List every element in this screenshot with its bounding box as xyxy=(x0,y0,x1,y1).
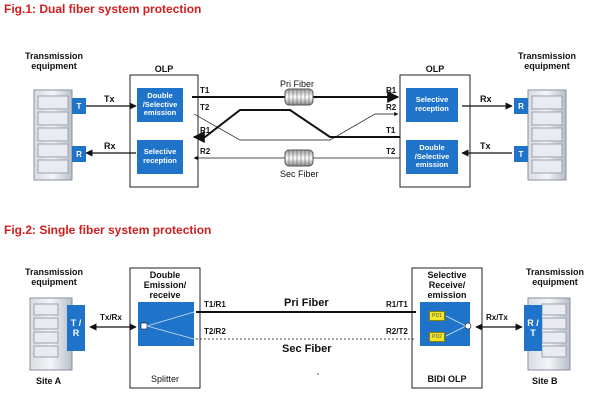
fig2-sec-fiber-label: Sec Fiber xyxy=(282,343,332,355)
fig1-left-rx-label: Rx xyxy=(104,141,116,151)
right-equipment-rack-1 xyxy=(527,89,567,181)
fig1-double-emission-right: Double /Selective emission xyxy=(406,140,458,174)
fig2-site-b-label: Site B xyxy=(532,376,558,386)
fig2-bidi-label: BIDI OLP xyxy=(427,374,467,384)
fig2-right-equipment-label: Transmission equipment xyxy=(525,267,585,287)
fig1-port-t2-left: T2 xyxy=(200,103,210,112)
pri-fiber-coil xyxy=(284,88,314,106)
fig1-pri-fiber-label: Pri Fiber xyxy=(280,79,315,89)
fig2-title: Fig.2: Single fiber system protection xyxy=(4,223,212,237)
fig1-selective-reception-right: Selective reception xyxy=(406,88,458,122)
fig2-splitter-title: Double Emission/ receive xyxy=(143,270,187,300)
splitter-box xyxy=(138,302,194,346)
fig2-bidi-title: Selective Receive/ emission xyxy=(427,270,467,300)
fig2-right-tile-rt: R / T xyxy=(524,305,542,351)
fig1-port-r2-right: R2 xyxy=(386,103,397,112)
fig1-port-r1-left: R1 xyxy=(200,126,211,135)
fig1-double-emission-left: Double /Selective emission xyxy=(137,88,183,122)
sec-fiber-coil xyxy=(284,149,314,167)
olp-right-frame xyxy=(399,74,471,188)
fig1-right-tile-rx: R xyxy=(514,98,528,114)
fig1-selective-reception-left: Selective reception xyxy=(137,140,183,174)
fig2-left-tile-tr: T / R xyxy=(67,305,85,351)
fig2-pri-fiber-label: Pri Fiber xyxy=(284,297,329,309)
fig1-title: Fig.1: Dual fiber system protection xyxy=(4,2,202,16)
fig1-olp-left-label: OLP xyxy=(154,64,174,74)
fig2-pd1: PD1 xyxy=(429,311,445,321)
fig2-port-r1t1: R1/T1 xyxy=(386,300,408,309)
fig2-pd2: PD2 xyxy=(429,332,445,342)
fig2-right-rxtx-label: Rx/Tx xyxy=(486,313,508,322)
fig1-right-rx-label: Rx xyxy=(480,94,492,104)
fig1-left-tile-rx: R xyxy=(72,146,86,162)
fig2-splitter-label: Splitter xyxy=(150,374,179,384)
fig1-port-r1-right: R1 xyxy=(386,86,397,95)
fig1-left-tx-label: Tx xyxy=(104,94,115,104)
fig1-sec-fiber-label: Sec Fiber xyxy=(280,169,319,179)
fig1-right-tx-label: Tx xyxy=(480,141,491,151)
fig1-right-tile-tx: T xyxy=(514,146,528,162)
fig1-right-equipment-label: Transmission equipment xyxy=(517,51,577,71)
fig2-left-equipment-label: Transmission equipment xyxy=(24,267,84,287)
fig1-olp-right-label: OLP xyxy=(425,64,445,74)
fig1-port-t1-left: T1 xyxy=(200,86,210,95)
fig2-site-a-label: Site A xyxy=(36,376,62,386)
fig2-left-txrx-label: Tx/Rx xyxy=(100,313,122,322)
fig1-left-equipment-label: Transmission equipment xyxy=(24,51,84,71)
left-equipment-rack-2 xyxy=(29,297,73,371)
fig1-port-r2-left: R2 xyxy=(200,147,211,156)
fig2-port-r2t2: R2/T2 xyxy=(386,327,408,336)
left-equipment-rack-1 xyxy=(33,89,73,181)
fig2-port-t1r1: T1/R1 xyxy=(204,300,226,309)
fig2-port-t2r2: T2/R2 xyxy=(204,327,226,336)
fig1-port-t2-right: T2 xyxy=(386,147,396,156)
fig1-left-tile-tx: T xyxy=(72,98,86,114)
fig1-port-t1-right: T1 xyxy=(386,126,396,135)
